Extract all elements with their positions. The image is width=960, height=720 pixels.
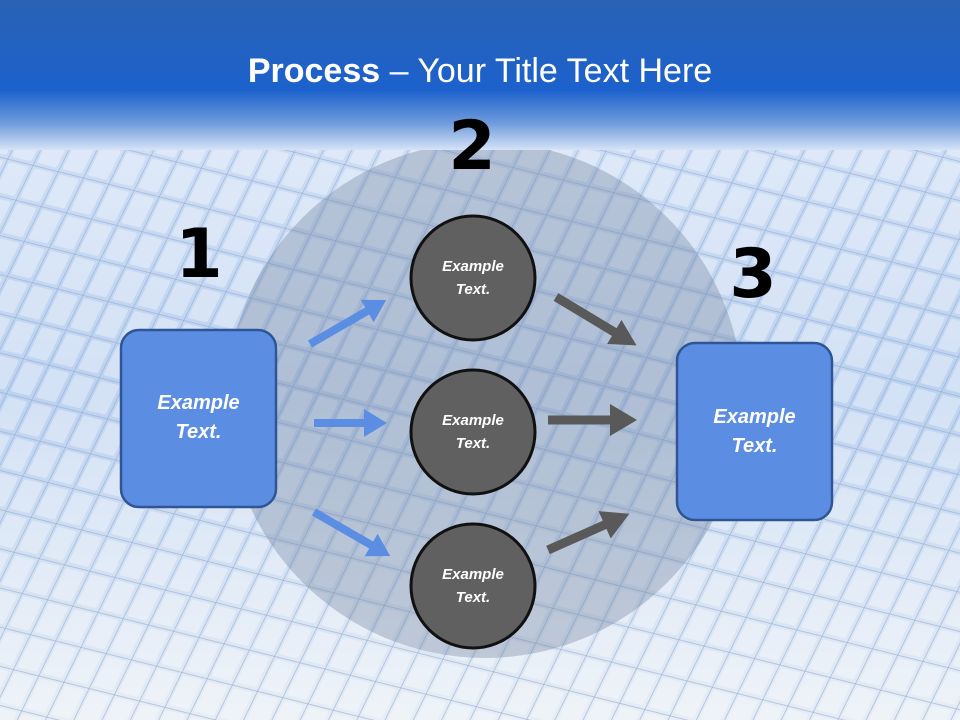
arrow-right-icon	[548, 404, 637, 436]
step1-number: 1	[175, 215, 223, 294]
header-band	[0, 0, 960, 150]
arrow-down-right-icon	[312, 508, 391, 557]
step2-top-label: Example Text.	[413, 255, 533, 301]
step2-middle-label-line1: Example	[442, 412, 504, 429]
arrow-up-right-icon	[546, 511, 630, 555]
arrow-right-icon	[314, 409, 387, 437]
step2-top-label-line1: Example	[442, 258, 504, 275]
arrow-down-right-icon	[553, 293, 637, 346]
step2-bottom-label-line1: Example	[442, 566, 504, 583]
blue-arrows	[308, 299, 391, 557]
gray-arrows	[546, 293, 637, 555]
arrow-up-right-icon	[308, 299, 387, 348]
step2-middle-label-line2: Text.	[455, 435, 491, 452]
step3-number: 3	[729, 235, 777, 314]
step3-box	[675, 341, 834, 522]
step2-circle-bottom	[409, 522, 537, 650]
step2-circle-top	[409, 214, 537, 342]
title-rest-part: – Your Title Text Here	[380, 52, 713, 90]
step2-bottom-label-line2: Text.	[455, 589, 491, 606]
step3-label-line1: Example	[713, 406, 796, 428]
step2-bottom-label: Example Text.	[413, 563, 533, 609]
title-bold-part: Process	[247, 52, 381, 90]
step1-label-line2: Text.	[175, 421, 222, 443]
step2-middle-label: Example Text.	[413, 409, 533, 455]
step3-label: Example Text.	[677, 403, 832, 461]
step1-label: Example Text.	[121, 389, 276, 447]
step2-circle-middle	[409, 368, 537, 496]
step1-box	[119, 328, 278, 509]
step2-number: 2	[448, 107, 496, 186]
step1-label-line1: Example	[157, 392, 240, 414]
step3-label-line2: Text.	[731, 435, 778, 457]
slide-title: Process – Your Title Text Here	[0, 52, 960, 102]
step2-top-label-line2: Text.	[455, 281, 491, 298]
